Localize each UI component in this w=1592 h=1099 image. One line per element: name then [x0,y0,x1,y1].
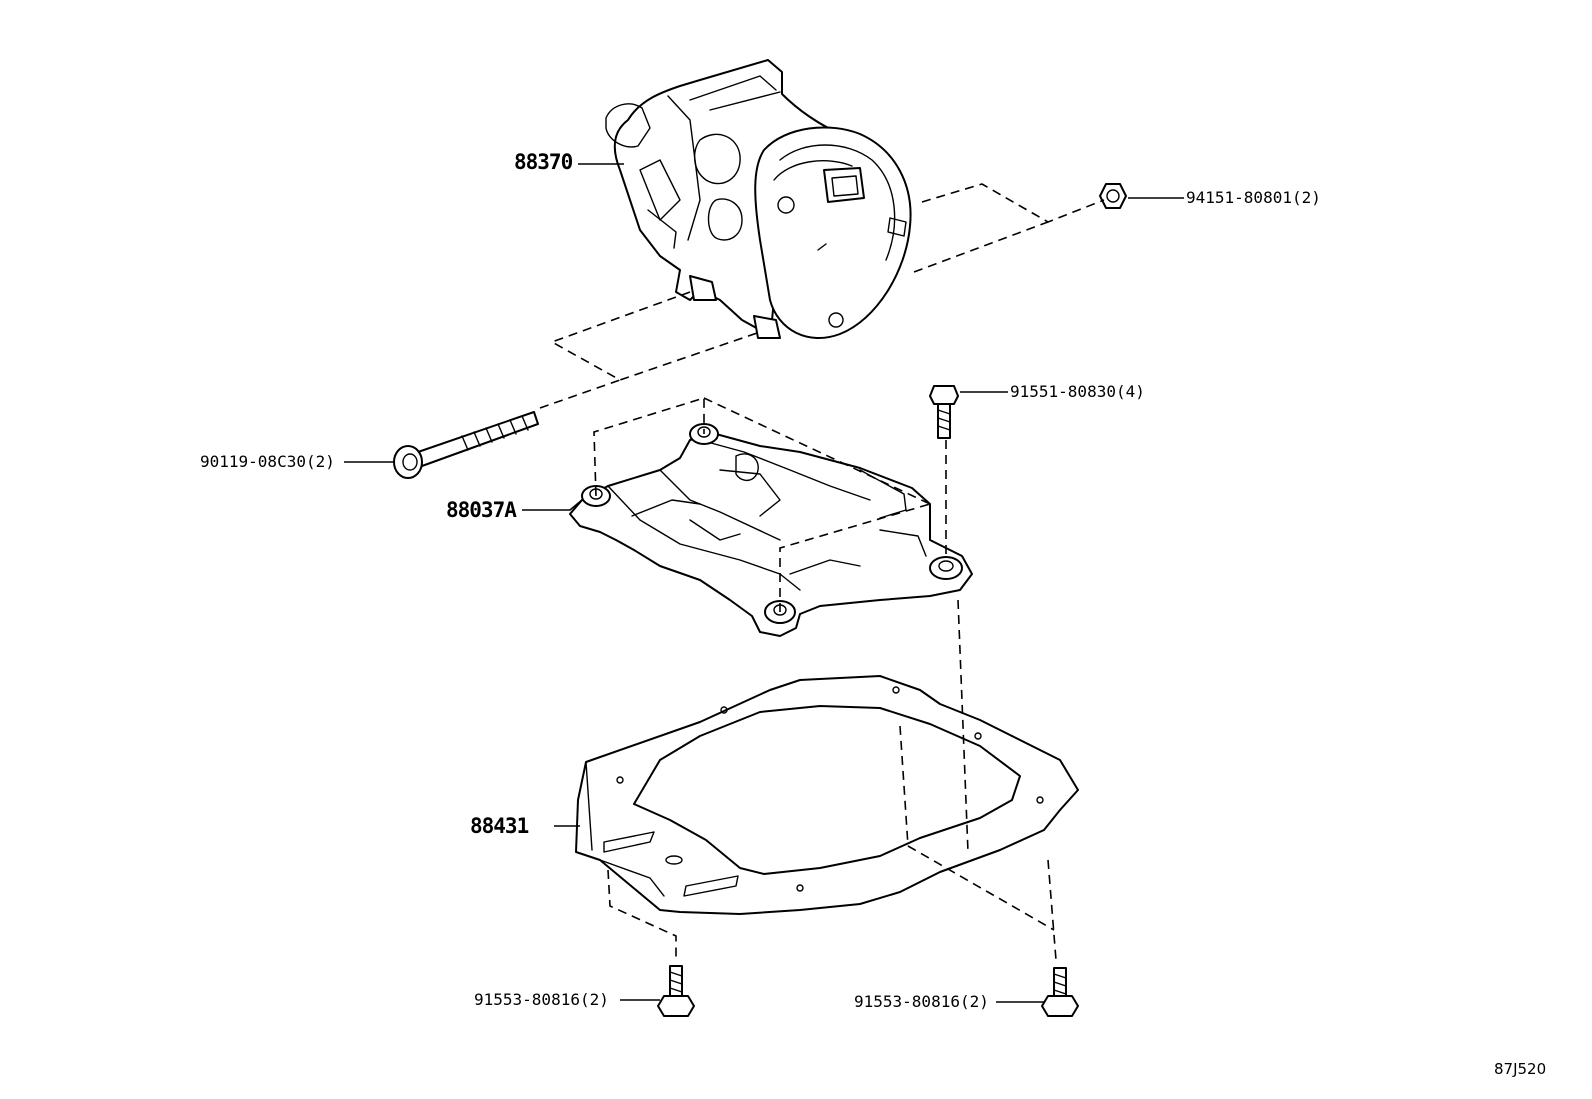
bracket-illustration[interactable] [569,423,973,637]
long-bolt-icon[interactable] [393,411,539,479]
bracket-part-number[interactable]: 88037A [446,498,517,522]
compressor-illustration[interactable] [605,59,912,339]
long-bolt-part-number[interactable]: 90119-08C30(2) [200,452,335,471]
bracket-bolt-part-number[interactable]: 91551-80830(4) [1010,382,1145,401]
bottom-bolt-left-part-number[interactable]: 91553-80816(2) [474,990,609,1009]
nut-icon[interactable] [1099,183,1127,209]
assembly-dashed-lines [539,183,1105,962]
leader-lines [344,163,1184,1003]
bracket-bolt-icon[interactable] [929,385,959,439]
bottom-bolt-right-part-number[interactable]: 91553-80816(2) [854,992,989,1011]
cover-plate-part-number[interactable]: 88431 [470,814,529,838]
nut-part-number[interactable]: 94151-80801(2) [1186,188,1321,207]
bottom-bolt-right-icon[interactable] [1041,967,1079,1017]
illustration-code: 87J520 [1494,1060,1547,1078]
bottom-bolt-left-icon[interactable] [657,965,695,1017]
compressor-part-number[interactable]: 88370 [514,150,573,174]
cover-plate-illustration[interactable] [575,675,1079,915]
